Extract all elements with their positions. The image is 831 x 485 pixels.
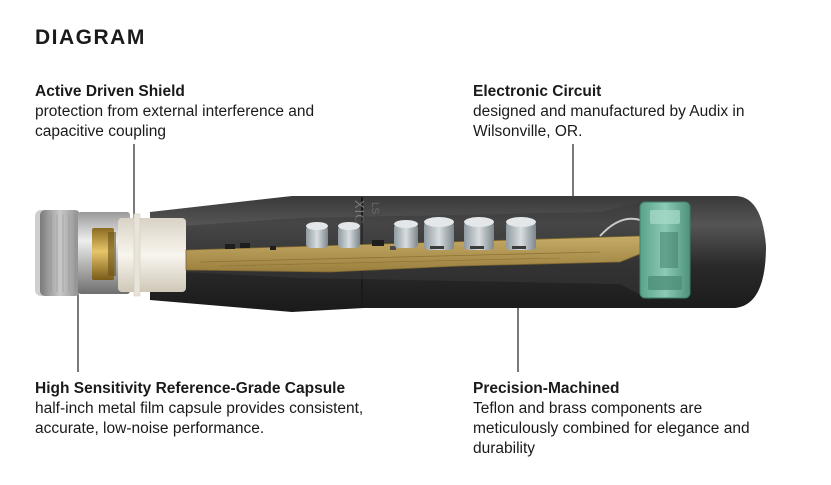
callout-heading: Precision-Machined [473, 380, 620, 397]
callout-heading: High Sensitivity Reference-Grade Capsule [35, 380, 346, 397]
capsule-assembly [35, 210, 130, 296]
callout-description: half-inch metal film capsule provides co… [35, 400, 364, 437]
callout-electronic-circuit: Electronic Circuit designed and manufact… [473, 82, 793, 142]
xlr-connector-block [639, 201, 691, 299]
callout-heading: Electronic Circuit [473, 83, 602, 100]
callout-description: protection from external interference an… [35, 103, 315, 140]
callout-precision-machined: Precision-Machined Teflon and brass comp… [473, 379, 773, 459]
teflon-insulator [118, 218, 186, 292]
page-title: DIAGRAM [35, 26, 146, 49]
electrolytic-capacitors [306, 217, 536, 250]
callout-reference-capsule: High Sensitivity Reference-Grade Capsule… [35, 379, 415, 439]
model-marking: LS [369, 202, 380, 215]
smd-components [225, 240, 396, 250]
callout-active-driven-shield: Active Driven Shield protection from ext… [35, 82, 355, 142]
callout-heading: Active Driven Shield [35, 83, 185, 100]
callout-description: designed and manufactured by Audix in Wi… [473, 103, 745, 140]
callout-description: Teflon and brass components are meticulo… [473, 400, 750, 457]
